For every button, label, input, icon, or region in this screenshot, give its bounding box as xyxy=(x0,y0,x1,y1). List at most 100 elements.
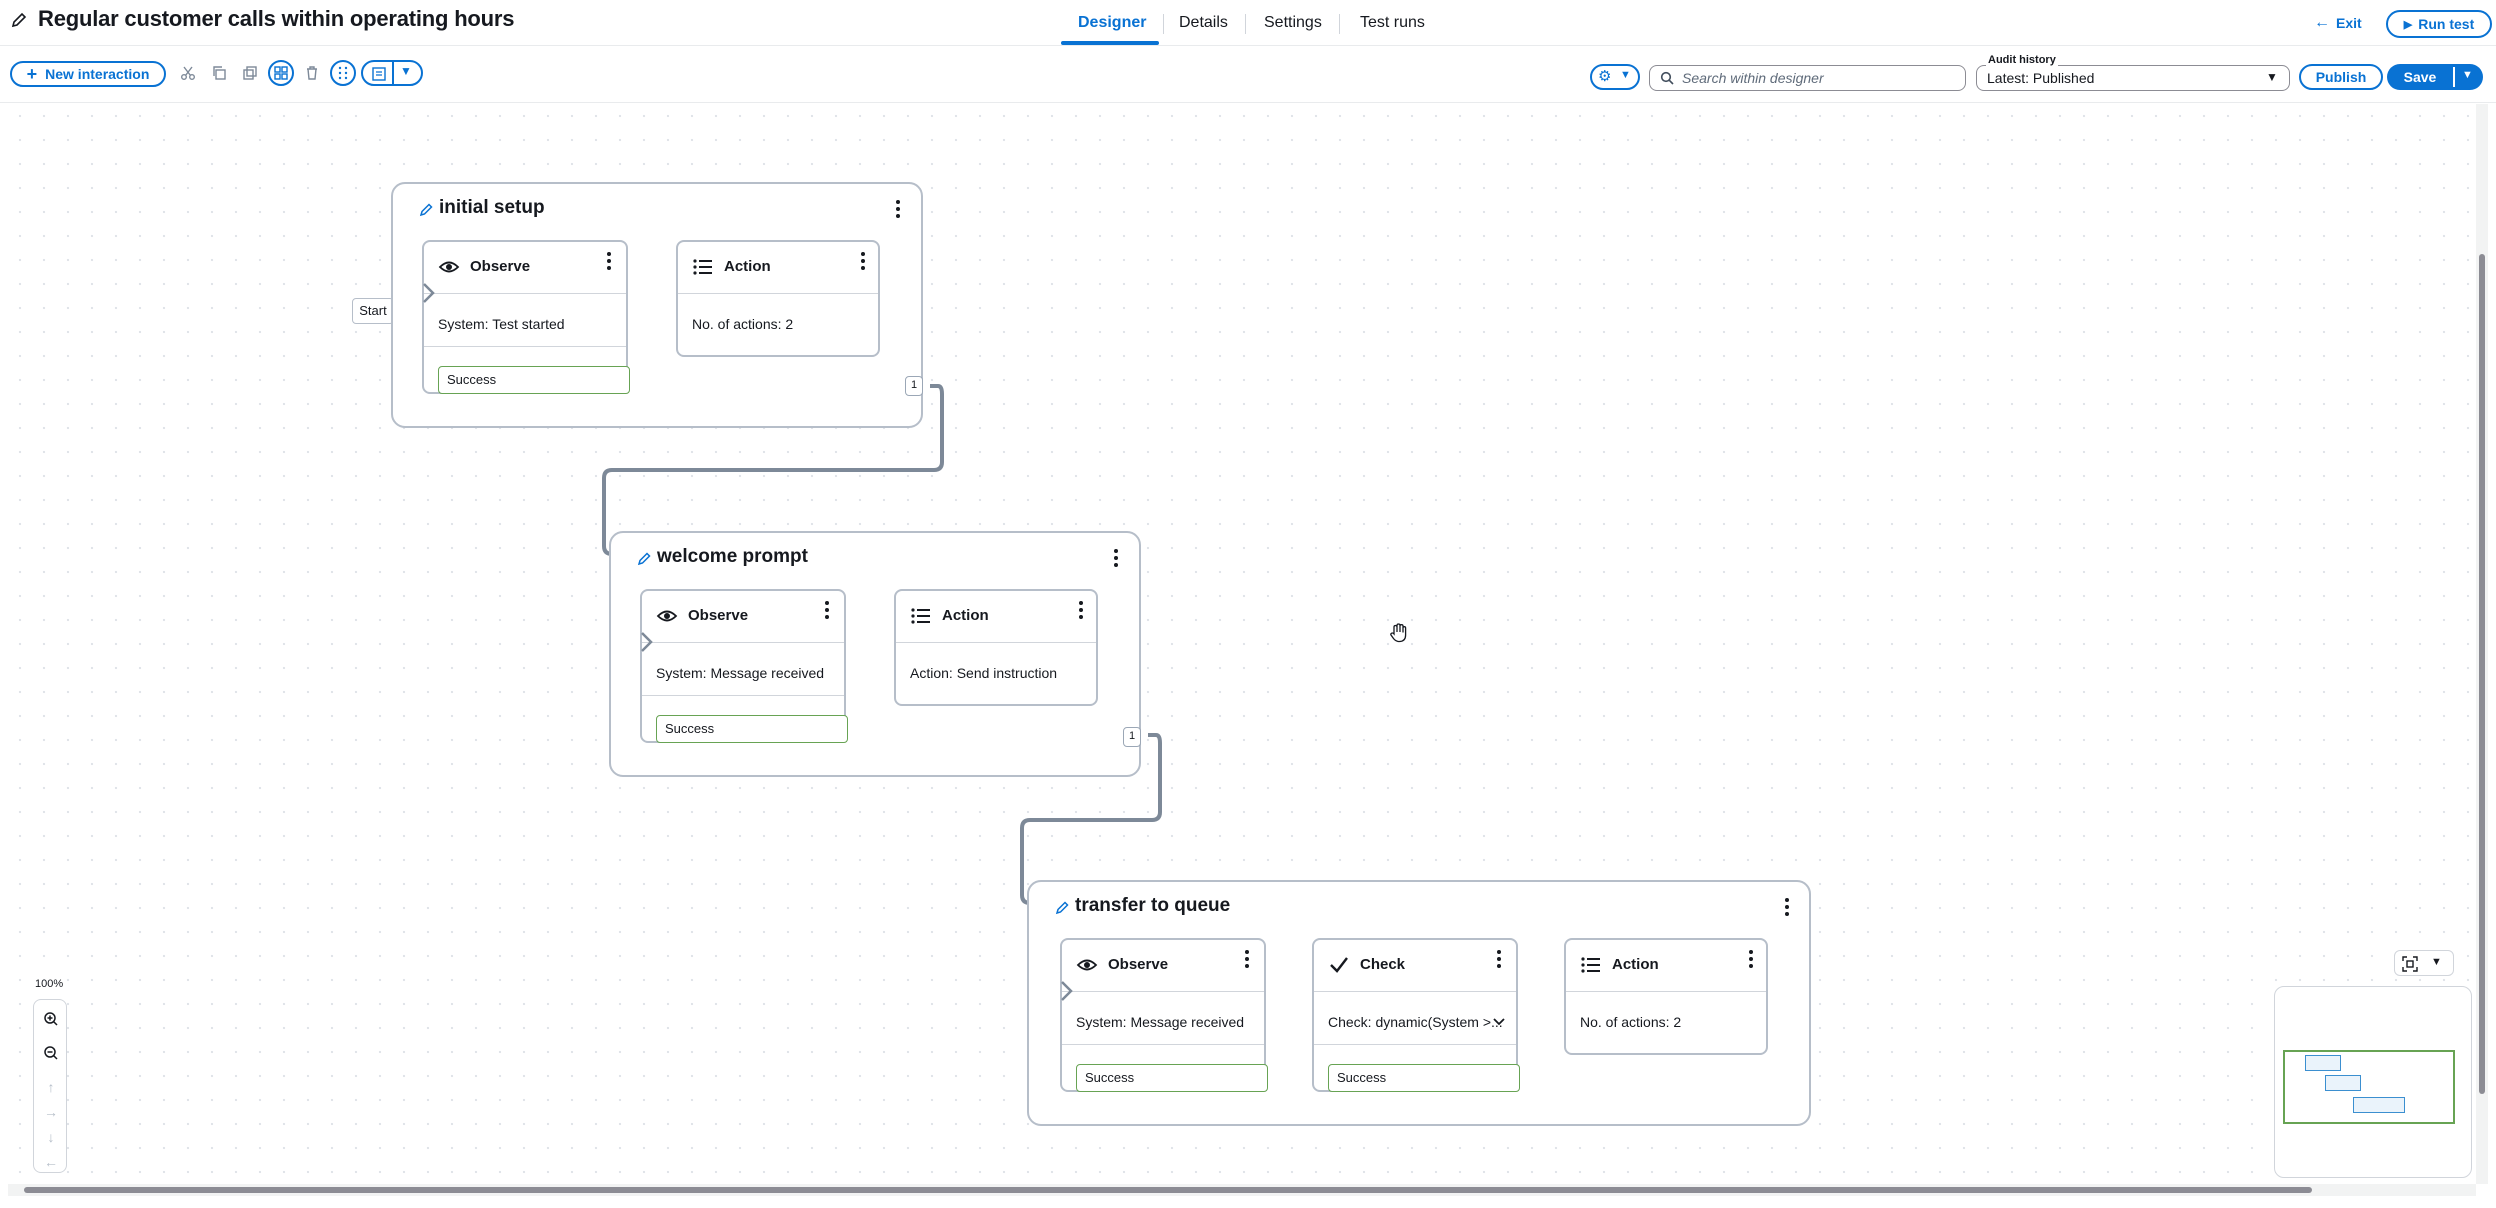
success-branch[interactable]: Success xyxy=(438,366,630,394)
delete-button[interactable] xyxy=(299,60,325,86)
list-icon xyxy=(911,608,930,624)
tab-test-runs[interactable]: Test runs xyxy=(1360,14,1425,31)
caret-down-icon: ▼ xyxy=(2431,956,2442,968)
split-divider xyxy=(2453,67,2455,87)
card-type-label: Observe xyxy=(688,607,749,624)
active-tab-indicator xyxy=(1061,41,1159,45)
edit-icon[interactable] xyxy=(419,202,434,217)
tab-divider xyxy=(1163,14,1164,34)
arrow-left-icon: ← xyxy=(44,1154,58,1170)
group-connector xyxy=(602,384,1162,905)
more-options-icon[interactable] xyxy=(1748,948,1754,970)
interaction-group[interactable]: welcome prompt Observe System: Message r… xyxy=(609,531,1141,777)
play-icon: ▶ xyxy=(2403,18,2413,31)
input-port-icon xyxy=(641,632,653,652)
plus-icon: + xyxy=(26,64,38,84)
card-body-text: No. of actions: 2 xyxy=(692,316,794,332)
more-options-icon[interactable] xyxy=(824,599,830,621)
exit-button[interactable]: ← Exit xyxy=(2314,14,2362,32)
duplicate-button[interactable] xyxy=(237,60,263,86)
edit-icon[interactable] xyxy=(637,551,652,566)
dots-grid-icon xyxy=(338,66,348,80)
designer-toolbar: + New interaction ▼ ⚙ ▼ Search within de… xyxy=(0,48,2496,103)
caret-down-icon[interactable]: ▼ xyxy=(400,64,412,78)
arrow-left-icon: ← xyxy=(2314,14,2330,31)
success-branch[interactable]: Success xyxy=(1076,1064,1268,1092)
success-branch[interactable]: Success xyxy=(1328,1064,1520,1092)
view-mode-split-button[interactable]: ▼ xyxy=(361,60,423,86)
pan-up-button[interactable]: ↑ xyxy=(42,1078,60,1096)
flow-canvas[interactable]: Start initial setup Observe System: Test… xyxy=(8,104,2474,1180)
card-type-label: Action xyxy=(724,258,771,275)
check-card[interactable]: Check Check: dynamic(System >... Success xyxy=(1312,938,1520,1092)
audit-history-label: Audit history xyxy=(1986,54,2058,66)
edit-title-icon[interactable] xyxy=(10,11,28,29)
new-interaction-button[interactable]: + New interaction xyxy=(10,61,166,87)
divider xyxy=(642,695,844,696)
observe-card[interactable]: Observe System: Message received Success xyxy=(1060,938,1268,1092)
more-options-icon[interactable] xyxy=(606,250,612,272)
more-options-icon[interactable] xyxy=(895,198,901,220)
search-input[interactable]: Search within designer xyxy=(1649,65,1966,91)
more-options-icon[interactable] xyxy=(1113,547,1119,569)
more-options-icon[interactable] xyxy=(1784,896,1790,918)
settings-dropdown-button[interactable]: ⚙ ▼ xyxy=(1590,64,1640,90)
card-body-text: Check: dynamic(System >... xyxy=(1328,1014,1503,1030)
tab-divider xyxy=(1339,14,1340,34)
card-body-text: No. of actions: 2 xyxy=(1580,1014,1682,1030)
pan-left-button[interactable]: ← xyxy=(42,1153,60,1171)
vertical-scroll-thumb[interactable] xyxy=(2479,254,2485,1094)
action-card[interactable]: Action No. of actions: 2 xyxy=(1564,938,1768,1055)
pan-down-button[interactable]: ↓ xyxy=(42,1128,60,1146)
caret-down-icon[interactable]: ▼ xyxy=(2266,70,2278,84)
top-bar: Regular customer calls within operating … xyxy=(0,0,2496,46)
more-options-icon[interactable] xyxy=(1496,948,1502,970)
tab-designer[interactable]: Designer xyxy=(1078,14,1147,31)
publish-button[interactable]: Publish xyxy=(2299,64,2383,90)
chevron-down-icon[interactable] xyxy=(1492,1014,1506,1028)
run-test-button[interactable]: ▶ Run test xyxy=(2386,10,2492,38)
output-count-badge: 1 xyxy=(905,376,923,396)
action-card[interactable]: Action Action: Send instruction xyxy=(894,589,1098,706)
audit-history-select[interactable]: Latest: Published xyxy=(1976,65,2290,91)
fit-screen-icon xyxy=(2402,956,2418,972)
more-options-icon[interactable] xyxy=(1078,599,1084,621)
action-card[interactable]: Action No. of actions: 2 xyxy=(676,240,880,357)
card-type-label: Check xyxy=(1360,956,1406,973)
caret-down-icon[interactable]: ▼ xyxy=(2462,69,2473,81)
duplicate-icon xyxy=(243,66,257,80)
zoom-in-button[interactable] xyxy=(42,1010,60,1028)
split-divider xyxy=(392,62,394,84)
tab-settings[interactable]: Settings xyxy=(1264,14,1322,31)
input-port-icon xyxy=(423,283,435,303)
minimap-node xyxy=(2305,1055,2341,1071)
minimap[interactable] xyxy=(2274,986,2472,1178)
copy-button[interactable] xyxy=(206,60,232,86)
card-body-text: System: Message received xyxy=(656,665,825,681)
exit-label: Exit xyxy=(2336,15,2362,31)
tab-details[interactable]: Details xyxy=(1179,14,1228,31)
more-options-icon[interactable] xyxy=(860,250,866,272)
document-icon[interactable] xyxy=(371,66,387,82)
zoom-controls: ↑ → ↓ ← xyxy=(33,999,67,1173)
card-body-text: System: Test started xyxy=(438,316,565,332)
success-branch[interactable]: Success xyxy=(656,715,848,743)
zoom-out-button[interactable] xyxy=(42,1044,60,1062)
minimap-viewport[interactable] xyxy=(2283,1050,2455,1124)
observe-card[interactable]: Observe System: Message received Success xyxy=(640,589,848,743)
horizontal-scroll-thumb[interactable] xyxy=(24,1187,2312,1193)
observe-card[interactable]: Observe System: Test started Success xyxy=(422,240,630,394)
fit-view-dropdown[interactable]: ▼ xyxy=(2394,950,2454,976)
arrange-button[interactable] xyxy=(268,60,294,86)
interaction-group[interactable]: transfer to queue Observe System: Messag… xyxy=(1027,880,1811,1126)
pan-right-button[interactable]: → xyxy=(42,1103,60,1121)
arrow-down-icon: ↓ xyxy=(47,1129,55,1145)
save-button[interactable]: Save xyxy=(2403,69,2437,85)
more-options-icon[interactable] xyxy=(1244,948,1250,970)
divider xyxy=(424,346,626,347)
edit-icon[interactable] xyxy=(1055,900,1070,915)
interaction-group[interactable]: initial setup Observe System: Test start… xyxy=(391,182,923,428)
cut-button[interactable] xyxy=(175,60,201,86)
snap-grid-button[interactable] xyxy=(330,60,356,86)
divider xyxy=(1314,1044,1516,1045)
